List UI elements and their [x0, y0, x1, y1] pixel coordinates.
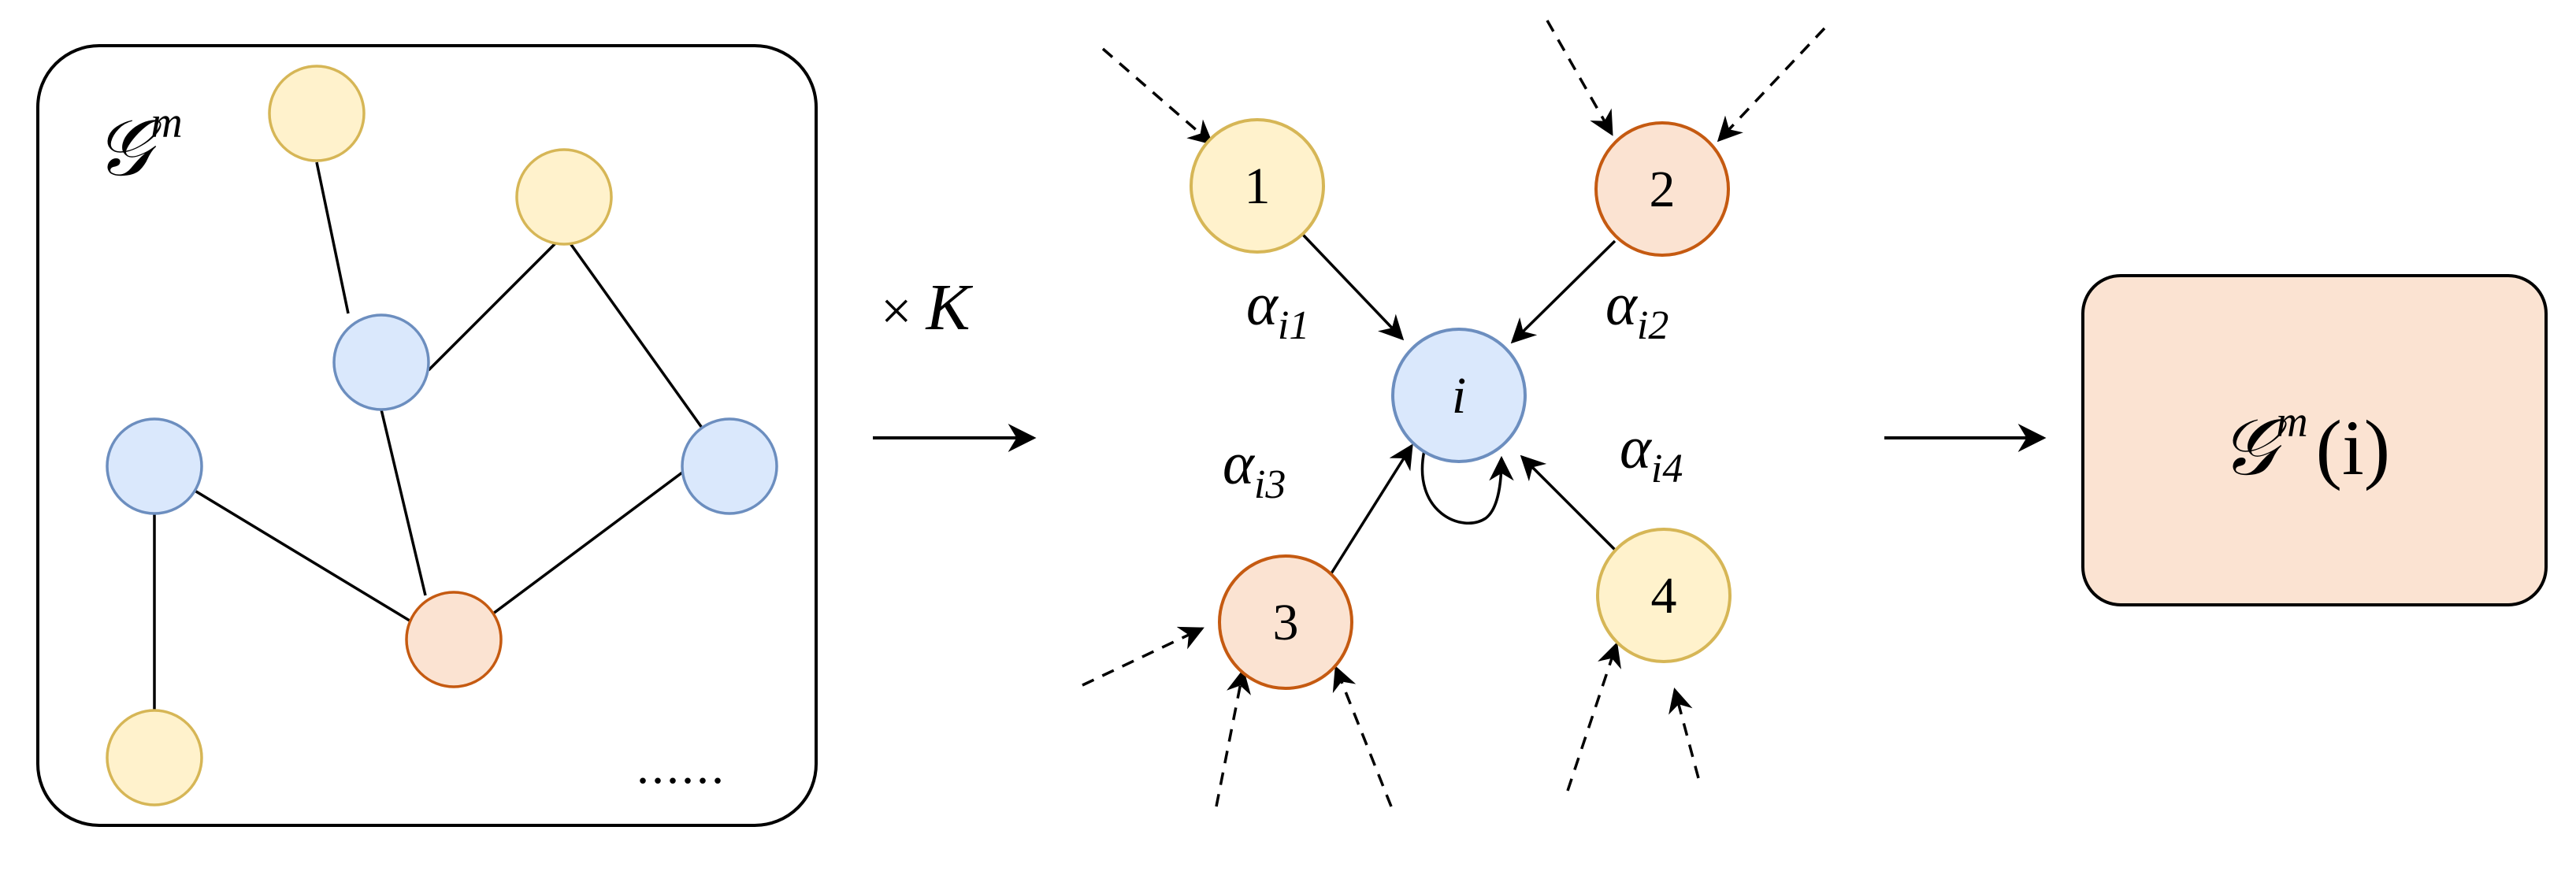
graph-ellipsis: ...... [637, 738, 726, 794]
alpha-i3: αi3 [1223, 431, 1286, 507]
alpha-i4: αi4 [1620, 415, 1683, 491]
graph-nodes [106, 65, 778, 806]
graph-node [268, 65, 366, 162]
neighbor-label-4: 4 [1651, 567, 1677, 625]
neighbor-label-3: 3 [1273, 594, 1299, 651]
center-node [1391, 328, 1527, 463]
output-box [2081, 274, 2548, 606]
neighbor-label-1: 1 [1245, 158, 1271, 215]
graph-panel [36, 44, 818, 827]
neighbor-label-2: 2 [1650, 161, 1676, 218]
attention-arrows [1301, 233, 1618, 574]
graph-node [106, 709, 203, 806]
alpha-i1: αi1 [1246, 272, 1309, 348]
alpha-i2: αi2 [1605, 272, 1668, 348]
center-label: i [1452, 367, 1466, 425]
neighbor-node-3 [1218, 554, 1353, 690]
neighbor-node-2 [1594, 121, 1730, 257]
graph-node [515, 148, 613, 246]
incoming-dashed-arrows [1082, 20, 1826, 807]
output-label: 𝒢m(i) [2220, 398, 2390, 491]
neighbor-node-4 [1596, 528, 1732, 663]
graph-node [106, 417, 203, 515]
repeat-label: ×K [881, 271, 973, 344]
graph-node [332, 313, 430, 411]
graph-node [681, 417, 778, 515]
graph-node [405, 591, 503, 688]
neighbor-node-1 [1190, 118, 1325, 254]
